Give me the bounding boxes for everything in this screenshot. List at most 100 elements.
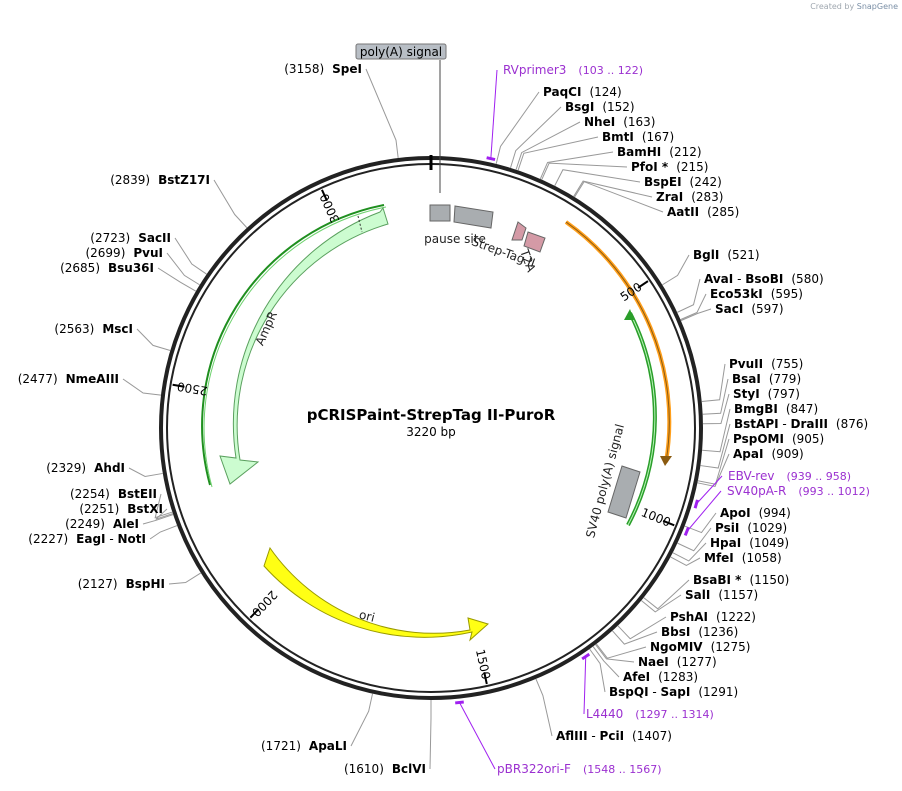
- orf-puror-orange-core: [565, 221, 670, 463]
- restriction-site-label[interactable]: (2249)AleI: [65, 517, 139, 531]
- restriction-site-label[interactable]: (1610)BclVI: [344, 762, 426, 776]
- site-leader: [672, 542, 707, 562]
- site-position: (595): [771, 287, 803, 301]
- site-sep: -: [733, 272, 745, 286]
- sv40-polya-feature[interactable]: [607, 465, 641, 519]
- primer-leader: [686, 490, 722, 532]
- t2a-feature-a[interactable]: [511, 221, 527, 241]
- restriction-site-label[interactable]: (2563)MscI: [54, 322, 133, 336]
- restriction-site-label[interactable]: NaeI(1277): [638, 655, 717, 669]
- primer-label[interactable]: EBV-rev(939 .. 958): [728, 469, 851, 483]
- site-leader: [174, 237, 207, 275]
- site-name: NheI: [584, 115, 615, 129]
- restriction-site-label[interactable]: (2254)BstEII: [70, 487, 157, 501]
- restriction-site-label[interactable]: PaqCI(124): [543, 85, 622, 99]
- site-name: BclVI: [392, 762, 426, 776]
- pause-site-box2[interactable]: [453, 205, 494, 229]
- restriction-site-label[interactable]: BspQI - SapI(1291): [609, 685, 738, 699]
- site-position: (1291): [698, 685, 738, 699]
- site-leader: [702, 393, 730, 425]
- ampr-feature[interactable]: [219, 206, 389, 485]
- restriction-site-label[interactable]: SalI(1157): [685, 588, 758, 602]
- site-name: BamHI: [617, 145, 661, 159]
- site-name: BglI: [693, 248, 719, 262]
- restriction-site-label[interactable]: AvaI - BsoBI(580): [704, 272, 824, 286]
- restriction-site-label[interactable]: (2685)Bsu36I: [60, 261, 154, 275]
- restriction-site-label[interactable]: ApoI(994): [720, 506, 791, 520]
- primer-range: (1548 .. 1567): [583, 763, 662, 776]
- site-name: BstZ17I: [158, 173, 210, 187]
- restriction-site-label[interactable]: BspEI (242): [644, 175, 722, 189]
- restriction-site-label[interactable]: AatII(285): [667, 205, 739, 219]
- primer-label[interactable]: RVprimer3(103 .. 122): [503, 63, 643, 77]
- ampr-dash: [357, 215, 363, 233]
- restriction-site-label[interactable]: (2227)EagI - NotI: [28, 532, 146, 546]
- primer-label[interactable]: SV40pA-R(993 .. 1012): [727, 484, 870, 498]
- site-name2: SapI: [661, 685, 691, 699]
- site-sep: -: [106, 532, 118, 546]
- restriction-site-label[interactable]: PshAI(1222): [670, 610, 756, 624]
- restriction-site-label[interactable]: HpaI(1049): [710, 536, 789, 550]
- restriction-site-label[interactable]: BmgBI(847): [734, 402, 818, 416]
- restriction-site-label[interactable]: ApaI(909): [733, 447, 804, 461]
- restriction-site-label[interactable]: BstAPI - DraIII(876): [734, 417, 868, 431]
- restriction-site-label[interactable]: AflIII - PciI(1407): [556, 729, 672, 743]
- site-position: (597): [751, 302, 783, 316]
- restriction-site-label[interactable]: PfoI *(215): [631, 160, 708, 174]
- site-position: (2127): [78, 577, 118, 591]
- primer-leader: [459, 702, 496, 770]
- site-leader: [510, 106, 562, 169]
- site-position: (242): [690, 175, 722, 189]
- primer-name: EBV-rev: [728, 469, 774, 483]
- restriction-site-label[interactable]: AfeI(1283): [623, 670, 698, 684]
- restriction-site-label[interactable]: BglI(521): [693, 248, 760, 262]
- restriction-site-label[interactable]: (2329)AhdI: [46, 461, 125, 475]
- restriction-site-label[interactable]: (2723)SacII: [90, 231, 171, 245]
- site-leader: [574, 181, 664, 213]
- restriction-site-label[interactable]: BsaI(779): [732, 372, 801, 386]
- restriction-site-label[interactable]: PvuII(755): [729, 357, 803, 371]
- restriction-site-label[interactable]: NheI(163): [584, 115, 655, 129]
- primer-label[interactable]: L4440(1297 .. 1314): [586, 707, 714, 721]
- site-name2: BsoBI: [745, 272, 783, 286]
- restriction-site-label[interactable]: PspOMI(905): [733, 432, 824, 446]
- site-leader: [670, 556, 701, 566]
- site-leader: [617, 616, 667, 640]
- restriction-site-label[interactable]: Eco53kI(595): [710, 287, 803, 301]
- restriction-site-label[interactable]: (2839)BstZ17I: [110, 173, 210, 187]
- primer-label[interactable]: pBR322ori-F(1548 .. 1567): [497, 762, 662, 776]
- restriction-site-label[interactable]: (3158)SpeI: [284, 62, 362, 76]
- restriction-site-label[interactable]: BamHI(212): [617, 145, 702, 159]
- restriction-site-label[interactable]: StyI(797): [733, 387, 800, 401]
- site-sep: -: [588, 729, 600, 743]
- site-name: BspEI: [644, 175, 682, 189]
- ori-feature[interactable]: [263, 546, 490, 642]
- restriction-site-label[interactable]: ZraI(283): [656, 190, 723, 204]
- t2a-feature-b[interactable]: [523, 231, 546, 253]
- restriction-site-label[interactable]: BsgI(152): [565, 100, 635, 114]
- site-name: BmgBI: [734, 402, 778, 416]
- site-name: NaeI: [638, 655, 669, 669]
- site-name2: DraIII: [791, 417, 828, 431]
- restriction-site-label[interactable]: BmtI(167): [602, 130, 674, 144]
- restriction-site-label[interactable]: (2477)NmeAIII: [18, 372, 119, 386]
- restriction-site-label[interactable]: PsiI(1029): [715, 521, 787, 535]
- restriction-site-label[interactable]: SacI(597): [715, 302, 784, 316]
- primer-mark: [486, 156, 496, 161]
- pause-site-label: pause site: [424, 232, 486, 246]
- site-name: BstXI: [127, 502, 163, 516]
- restriction-site-label[interactable]: BsaBI *(1150): [693, 573, 789, 587]
- restriction-site-label[interactable]: (1721)ApaLI: [261, 739, 347, 753]
- restriction-site-label[interactable]: (2127)BspHI: [78, 577, 165, 591]
- restriction-site-label[interactable]: (2251) BstXI: [79, 502, 163, 516]
- primer-name: RVprimer3: [503, 63, 566, 77]
- restriction-site-label[interactable]: (2699)PvuI: [85, 246, 163, 260]
- site-leader: [596, 643, 647, 659]
- restriction-site-label[interactable]: BbsI(1236): [661, 625, 738, 639]
- site-position: (905): [792, 432, 824, 446]
- site-position: (2251): [79, 502, 119, 516]
- pause-site-box1[interactable]: [429, 204, 451, 222]
- restriction-site-label[interactable]: MfeI(1058): [704, 551, 782, 565]
- restriction-site-label[interactable]: NgoMIV(1275): [650, 640, 750, 654]
